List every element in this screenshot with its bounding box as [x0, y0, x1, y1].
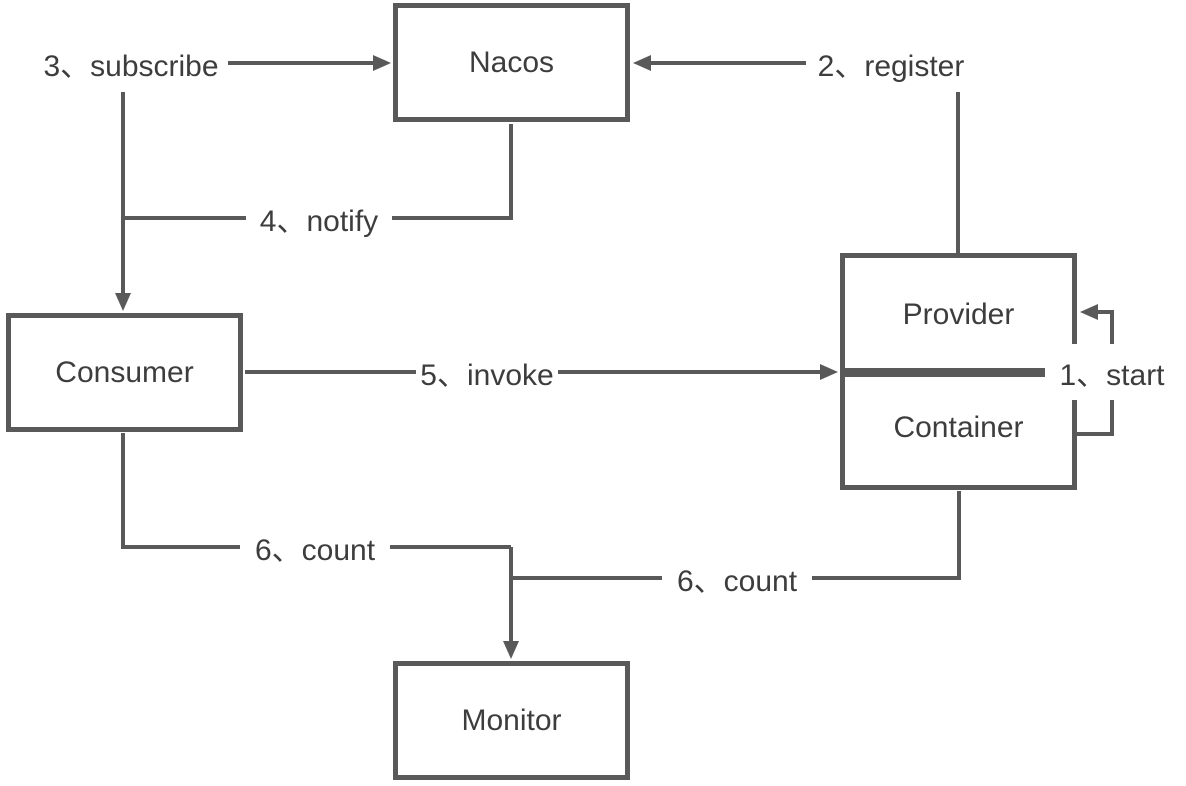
- node-container-label: Container: [893, 411, 1024, 445]
- edge-label-start: 1、start: [1050, 344, 1174, 400]
- edge-label-register: 2、register: [810, 40, 972, 86]
- provider-container-divider: [840, 368, 1045, 377]
- invoke-arrowhead-icon: [820, 364, 838, 380]
- start-arrowhead-icon: [1080, 304, 1098, 320]
- subscribe-arrowhead-icon: [373, 55, 391, 71]
- node-provider-label: Provider: [902, 297, 1015, 331]
- monitor-arrowhead-icon: [503, 641, 519, 659]
- provider-half: Provider: [845, 258, 1072, 372]
- node-monitor: Monitor: [393, 661, 630, 780]
- node-nacos-label: Nacos: [468, 45, 555, 79]
- edge-label-subscribe: 3、subscribe: [38, 40, 224, 86]
- consumer-arrowhead-icon: [115, 293, 131, 311]
- edge-label-notify: 4、notify: [246, 196, 392, 240]
- register-arrowhead-icon: [633, 55, 651, 71]
- edge-label-count-provider: 6、count: [662, 557, 812, 599]
- node-consumer-label: Consumer: [55, 355, 194, 389]
- container-half: Container: [845, 372, 1072, 486]
- node-consumer: Consumer: [6, 313, 243, 432]
- edge-label-invoke: 5、invoke: [416, 351, 558, 393]
- edge-label-count-consumer: 6、count: [240, 526, 390, 568]
- count-provider-elbow-line: [513, 491, 961, 580]
- node-monitor-label: Monitor: [461, 703, 562, 737]
- node-nacos: Nacos: [393, 3, 630, 122]
